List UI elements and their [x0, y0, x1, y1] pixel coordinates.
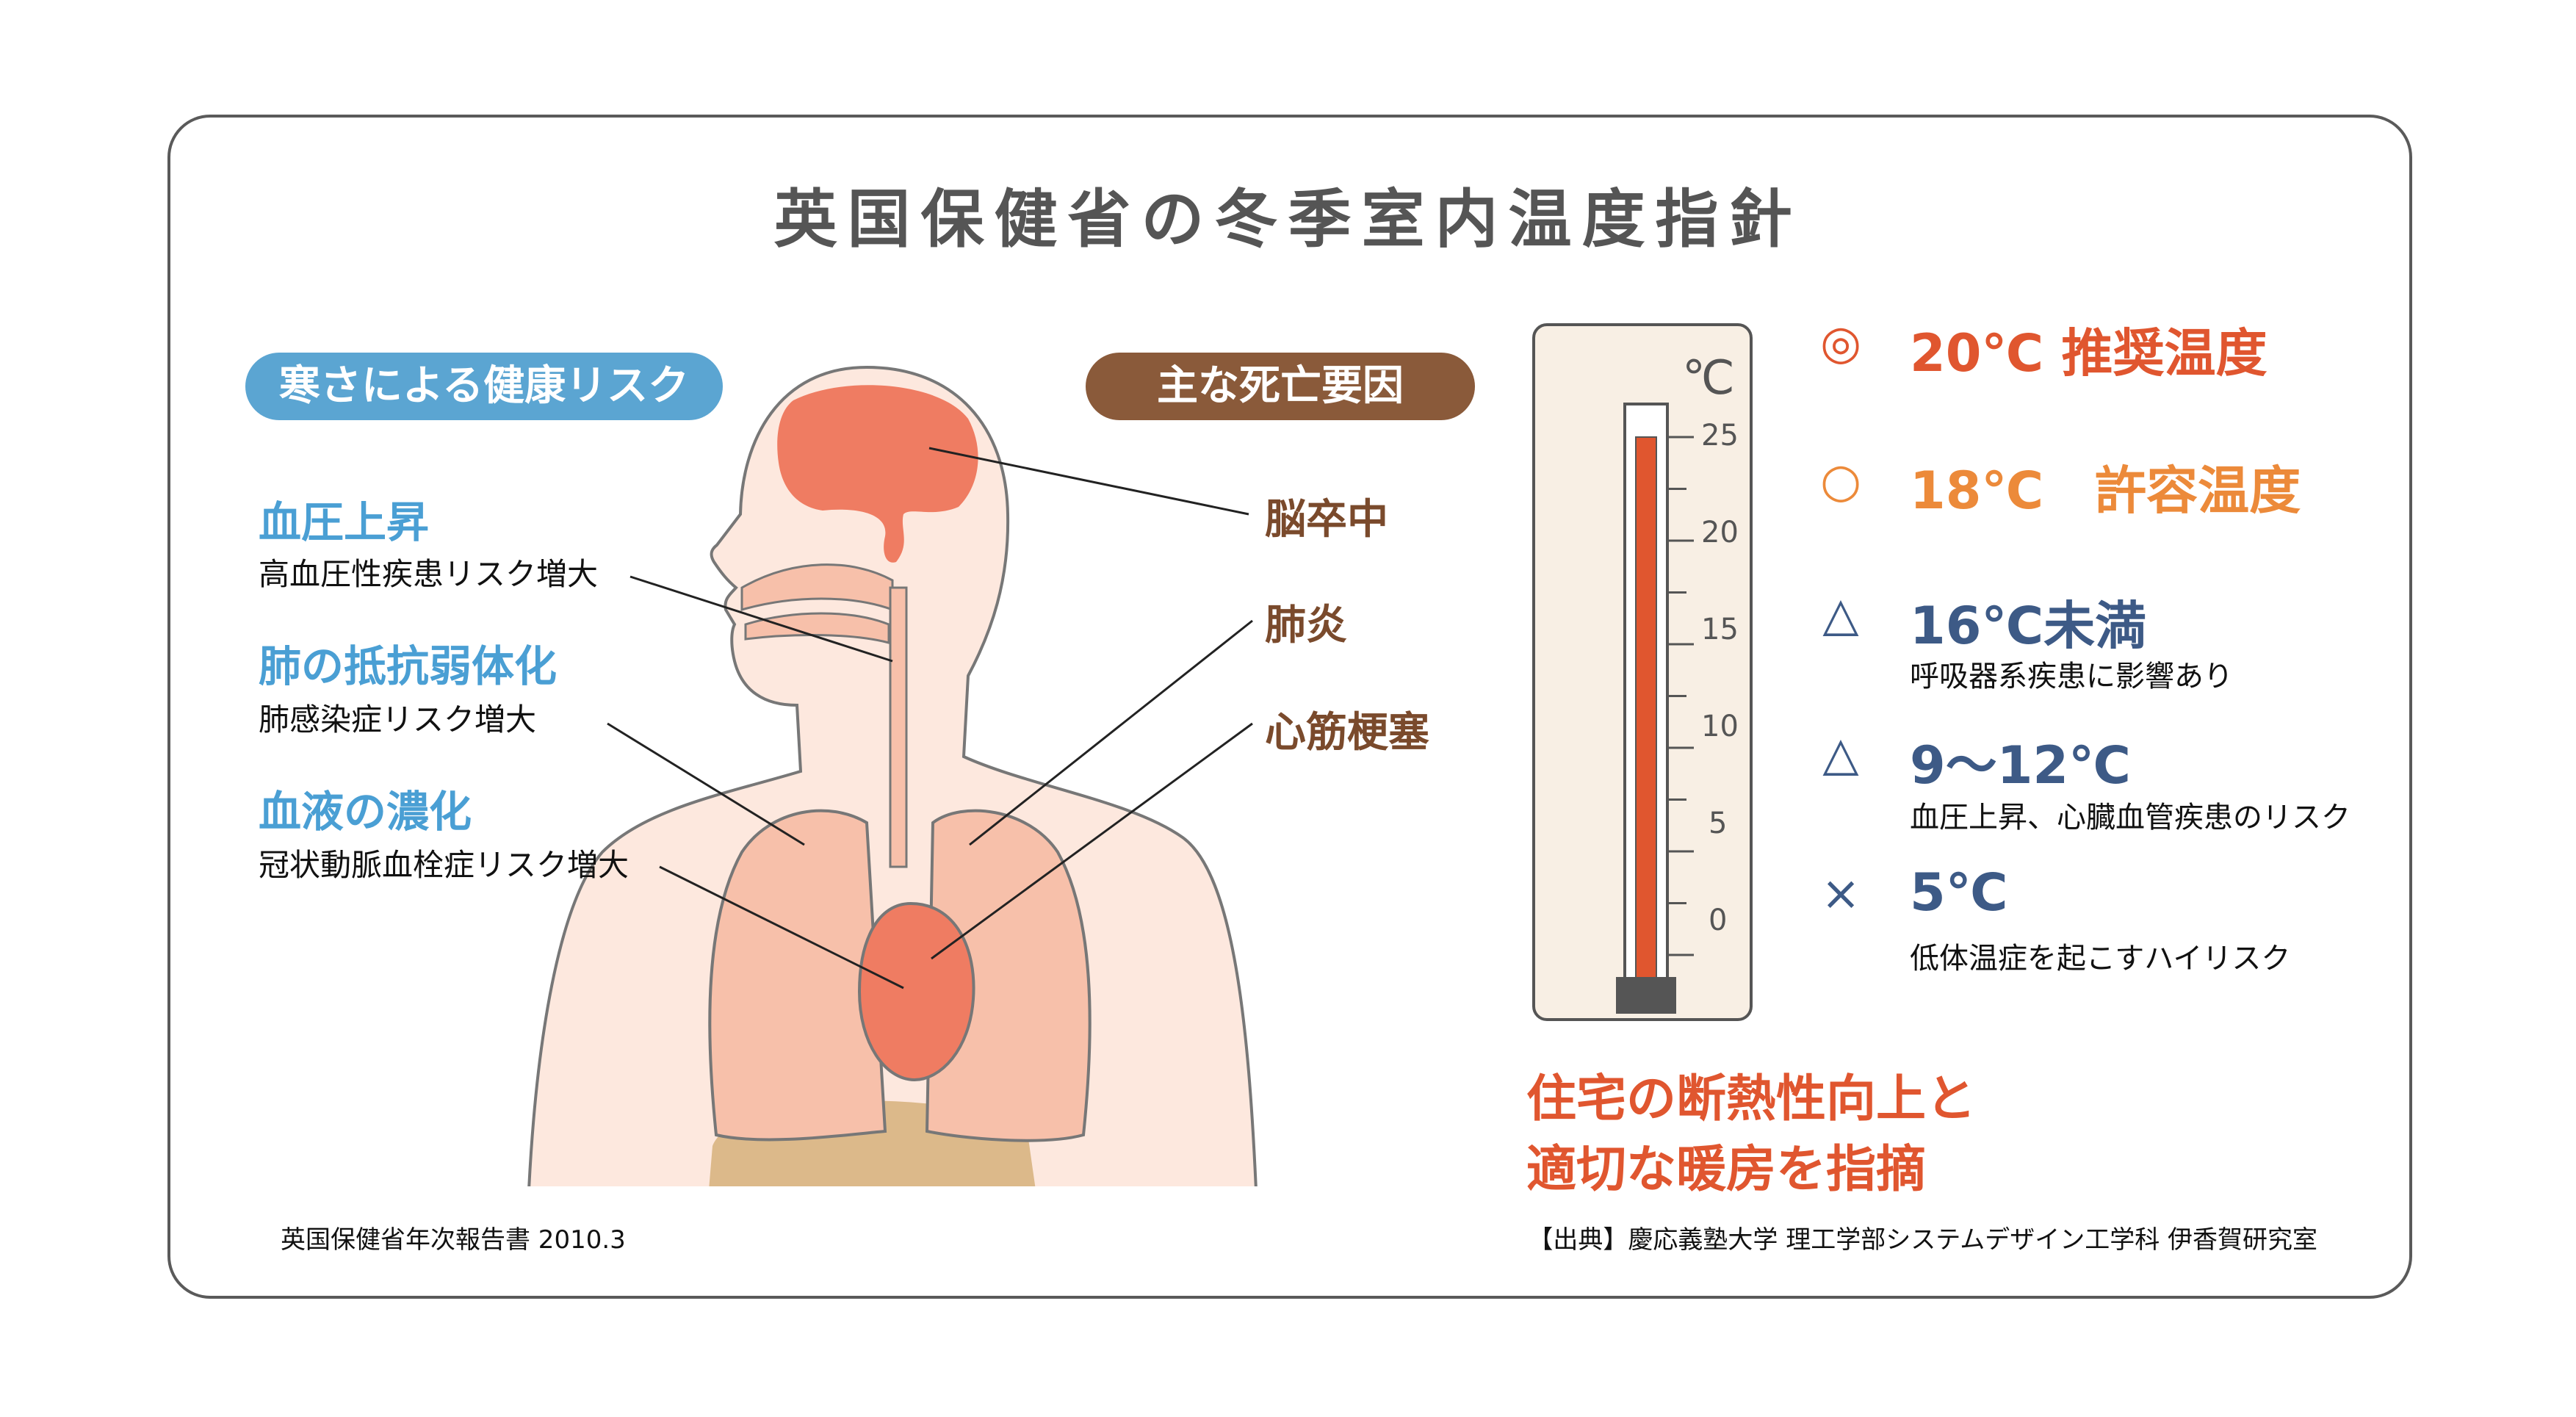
page-title: 英国保健省の冬季室内温度指針: [773, 183, 1803, 256]
footer-source-left: 英国保健省年次報告書 2010.3: [281, 1225, 626, 1255]
tick-label: 20: [1701, 516, 1739, 549]
causes-header-pill: 主な死亡要因: [1086, 353, 1475, 420]
tick-label: 10: [1701, 710, 1739, 743]
tick-label: 5: [1709, 807, 1728, 840]
thermometer-bulb: [1616, 977, 1676, 1014]
risk-heading: 肺の抵抗弱体化: [259, 641, 558, 691]
legend-9-12: 9〜12℃: [1910, 735, 2131, 796]
cause-label: 脳卒中: [1265, 496, 1388, 544]
risk-detail: 高血圧性疾患リスク増大: [259, 556, 599, 592]
mercury-column: [1635, 436, 1657, 989]
leader-blood: [659, 865, 904, 989]
footer-source-right: 【出典】慶応義塾大学 理工学部システムデザイン工学科 伊香賀研究室: [1528, 1225, 2317, 1255]
unit-label: ℃: [1682, 351, 1735, 405]
cross-icon: ×: [1821, 867, 1861, 921]
leader-mi: [931, 722, 1253, 960]
risk-detail: 肺感染症リスク増大: [259, 702, 537, 738]
tick-label: 25: [1701, 419, 1739, 452]
left-lung: [708, 809, 887, 1142]
leader-brain: [928, 447, 1249, 516]
triangle-icon: △: [1822, 727, 1859, 782]
message-line: 適切な暖房を指摘: [1526, 1141, 1927, 1199]
legend-9-12-note: 血圧上昇、心臓血管疾患のリスク: [1910, 801, 2350, 834]
legend-acceptable: 18℃ 許容温度: [1910, 461, 2301, 521]
triangle-icon: △: [1822, 588, 1859, 642]
legend-recommended: 20℃ 推奨温度: [1910, 323, 2267, 383]
leader-bp: [629, 575, 893, 663]
heart: [857, 901, 975, 1082]
anatomy-illustration: [527, 365, 1258, 1186]
brain: [777, 385, 978, 563]
message-line: 住宅の断熱性向上と: [1526, 1070, 1977, 1128]
leader-pneumonia: [969, 619, 1253, 846]
cause-label: 肺炎: [1265, 602, 1347, 649]
right-lung: [925, 809, 1092, 1142]
risk-heading: 血液の濃化: [259, 787, 472, 837]
mouth-cavity: [744, 612, 890, 644]
cause-label: 心筋梗塞: [1265, 709, 1429, 757]
tick-label: 15: [1701, 613, 1739, 646]
risk-detail: 冠状動脈血栓症リスク増大: [259, 847, 629, 883]
legend-5-note: 低体温症を起こすハイリスク: [1910, 942, 2291, 976]
risk-header-pill: 寒さによる健康リスク: [245, 353, 723, 420]
legend-5: 5℃: [1910, 862, 2008, 923]
leader-lung: [607, 722, 805, 846]
legend-below-16: 16℃未満: [1910, 596, 2147, 656]
double-circle-icon: ◎: [1820, 316, 1861, 370]
legend-below-16-note: 呼吸器系疾患に影響あり: [1910, 660, 2233, 693]
trachea: [889, 586, 908, 868]
thermometer: [1616, 403, 1694, 1014]
circle-icon: ○: [1820, 454, 1861, 508]
tick-label: 0: [1709, 904, 1728, 937]
risk-heading: 血圧上昇: [259, 497, 430, 547]
